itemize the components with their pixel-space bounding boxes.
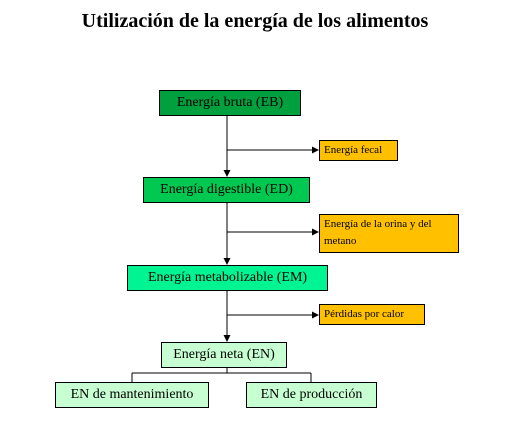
node-energia-bruta: Energía bruta (EB) xyxy=(159,90,301,116)
node-en-mantenimiento: EN de mantenimiento xyxy=(55,382,209,408)
node-energia-neta: Energía neta (EN) xyxy=(161,342,287,368)
loss-orina-metano: Energía de la orina y del metano xyxy=(319,214,459,253)
node-energia-metabolizable: Energía metabolizable (EM) xyxy=(127,265,328,291)
node-energia-digestible: Energía digestible (ED) xyxy=(143,177,310,203)
loss-perdidas-calor: Pérdidas por calor xyxy=(319,304,425,325)
diagram-title: Utilización de la energía de los aliment… xyxy=(81,10,429,32)
loss-energia-fecal: Energía fecal xyxy=(319,140,398,161)
node-en-produccion: EN de producción xyxy=(246,382,377,408)
